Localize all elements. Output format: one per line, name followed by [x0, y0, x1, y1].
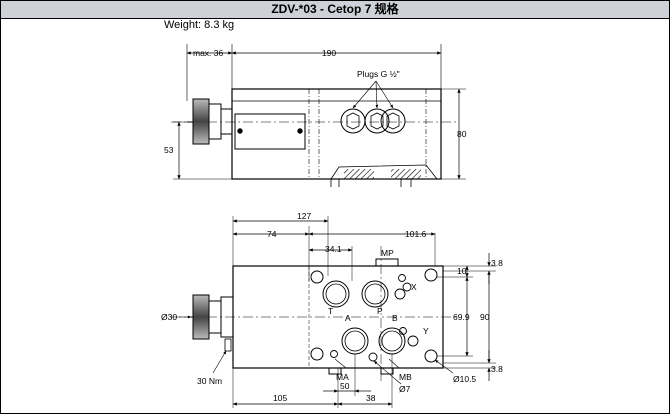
dim-74: 74 [267, 229, 277, 239]
adjust-knob-top [192, 294, 210, 340]
dim-90: 90 [480, 312, 490, 322]
port-mp-label: MP [381, 248, 394, 258]
mount-hole-bl [310, 347, 324, 361]
dim-max: max. 36 [193, 48, 224, 58]
port-p-label: P [377, 306, 383, 316]
dim-height: 80 [457, 129, 467, 139]
dim-10: 10 [457, 266, 467, 276]
cover-plate [234, 113, 306, 150]
port-a-circle [341, 327, 369, 355]
bottom-section [330, 164, 438, 180]
plug-2 [364, 108, 390, 134]
port-y-label: Y [423, 326, 429, 336]
dim-length: 190 [322, 48, 336, 58]
port-x-label: X [411, 282, 417, 292]
dim-d30: Ø30 [161, 312, 177, 322]
dim-34: 34.1 [325, 244, 342, 254]
dim-38-top: 3.8 [491, 258, 503, 268]
dim-38-bottom: 3.8 [491, 364, 503, 374]
top-view [171, 216, 496, 408]
port-t-label: T [328, 306, 333, 316]
weight-spec: Weight: 8.3 kg [164, 19, 235, 31]
port-mb-label: MB [399, 372, 412, 382]
dim-d105: Ø10.5 [453, 374, 476, 384]
dim-699: 69.9 [453, 312, 470, 322]
dim-127: 127 [297, 211, 311, 221]
dim-105: 105 [273, 393, 287, 403]
plugs-label: Plugs G ½" [357, 69, 400, 79]
dim-50: 50 [340, 381, 350, 391]
dim-d7: Ø7 [399, 384, 411, 394]
port-t-circle [322, 280, 350, 308]
dim-38: 38 [366, 393, 376, 403]
mount-hole-tr [424, 268, 438, 282]
port-a-label: A [345, 313, 351, 323]
mount-hole-tl [310, 270, 324, 284]
dim-101: 101.6 [405, 229, 427, 239]
port-ma-label: MA [336, 372, 349, 382]
port-b-label: B [392, 313, 398, 323]
adjust-knob-side [192, 98, 210, 145]
plug-3 [380, 108, 406, 134]
side-view [171, 44, 466, 187]
page-title: ZDV-*03 - Cetop 7 规格 [1, 1, 669, 19]
port-p-circle [361, 280, 389, 308]
dim-torque: 30 Nm [197, 376, 222, 386]
dim-adjust: 53 [164, 145, 174, 155]
port-b-circle [378, 327, 406, 355]
